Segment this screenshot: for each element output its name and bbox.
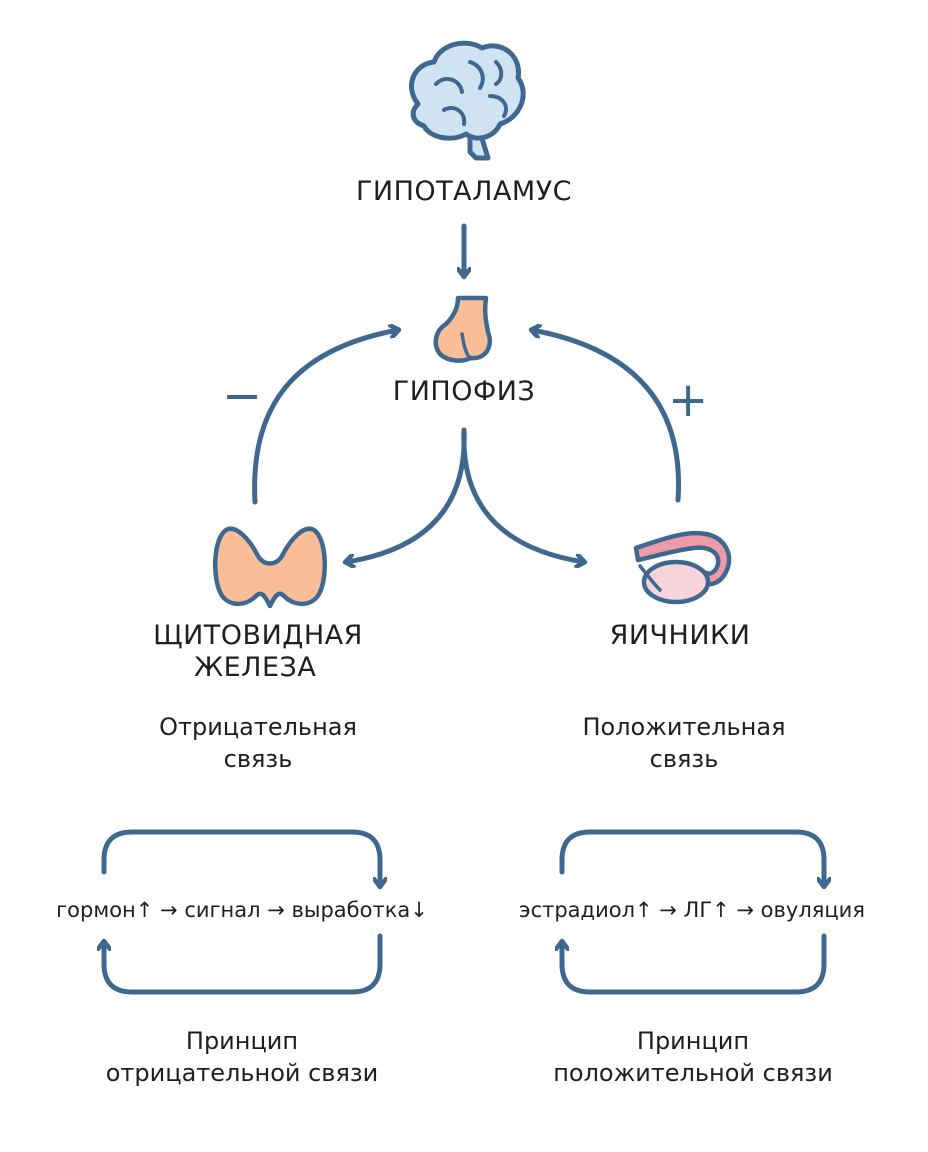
negative-sign: − bbox=[222, 368, 263, 424]
label-hypothalamus: ГИПОТАЛАМУС bbox=[355, 176, 573, 207]
positive-feedback-line1: Положительная bbox=[582, 713, 786, 741]
loop-positive-bottom bbox=[562, 933, 827, 995]
positive-sign: + bbox=[668, 372, 709, 428]
positive-principle-line2: положительной связи bbox=[553, 1059, 833, 1087]
positive-principle-line1: Принцип bbox=[636, 1027, 750, 1055]
arrow-pituitary-to-thyroid bbox=[346, 427, 467, 562]
negative-chain-text: гормон↑ → сигнал → выработка↓ bbox=[56, 898, 428, 922]
negative-principle-line1: Принцип bbox=[185, 1027, 299, 1055]
arrow-ovaries-to-pituitary bbox=[532, 330, 682, 503]
loop-positive-top bbox=[559, 829, 824, 886]
pituitary-icon bbox=[433, 295, 492, 363]
positive-feedback-line2: связь bbox=[649, 745, 719, 773]
arrow-thyroid-to-pituitary bbox=[252, 330, 398, 505]
negative-feedback-line2: связь bbox=[223, 745, 293, 773]
arrow-pituitary-to-ovaries bbox=[461, 427, 584, 562]
brain-icon bbox=[408, 40, 526, 161]
negative-feedback-line1: Отрицательная bbox=[159, 713, 357, 741]
loop-negative-bottom bbox=[104, 933, 383, 995]
positive-chain-text: эстрадиол↑ → ЛГ↑ → овуляция bbox=[519, 898, 865, 922]
label-ovaries: ЯИЧНИКИ bbox=[609, 620, 751, 651]
thyroid-icon bbox=[213, 526, 327, 609]
label-thyroid-line1: ЩИТОВИДНАЯ bbox=[153, 620, 363, 651]
loop-negative-top bbox=[101, 829, 380, 886]
ovary-icon bbox=[633, 530, 732, 605]
label-thyroid-line2: ЖЕЛЕЗА bbox=[194, 652, 317, 683]
label-pituitary: ГИПОФИЗ bbox=[392, 376, 536, 407]
negative-principle-line2: отрицательной связи bbox=[105, 1059, 379, 1087]
